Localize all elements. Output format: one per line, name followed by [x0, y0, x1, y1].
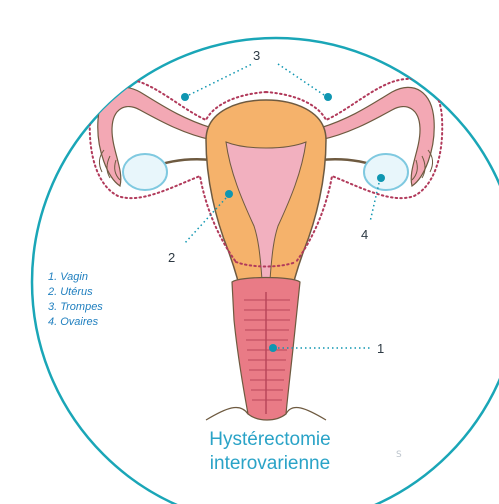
legend-item-uterus: 2. Utérus [48, 285, 103, 300]
callout-3-dot-left [181, 93, 189, 101]
watermark: S [396, 450, 402, 460]
callout-2-label: 2 [168, 250, 175, 265]
callout-4-label: 4 [361, 227, 368, 242]
legend-item-vagin: 1. Vagin [48, 270, 103, 285]
callout-1-dot [269, 344, 277, 352]
right-ovary [364, 154, 408, 190]
callout-4-dot [377, 174, 385, 182]
title-line-1: Hystérectomie [170, 428, 370, 452]
legend-item-trompes: 3. Trompes [48, 300, 103, 315]
callout-1-label: 1 [377, 341, 384, 356]
callout-3-dot-right [324, 93, 332, 101]
callout-2-dot [225, 190, 233, 198]
title-line-2: interovarienne [170, 452, 370, 476]
left-ovary [123, 154, 167, 190]
callout-3-label: 3 [253, 48, 260, 63]
legend: 1. Vagin 2. Utérus 3. Trompes 4. Ovaires [48, 270, 103, 330]
legend-item-ovaires: 4. Ovaires [48, 315, 103, 330]
diagram-title: Hystérectomie interovarienne [170, 428, 370, 476]
